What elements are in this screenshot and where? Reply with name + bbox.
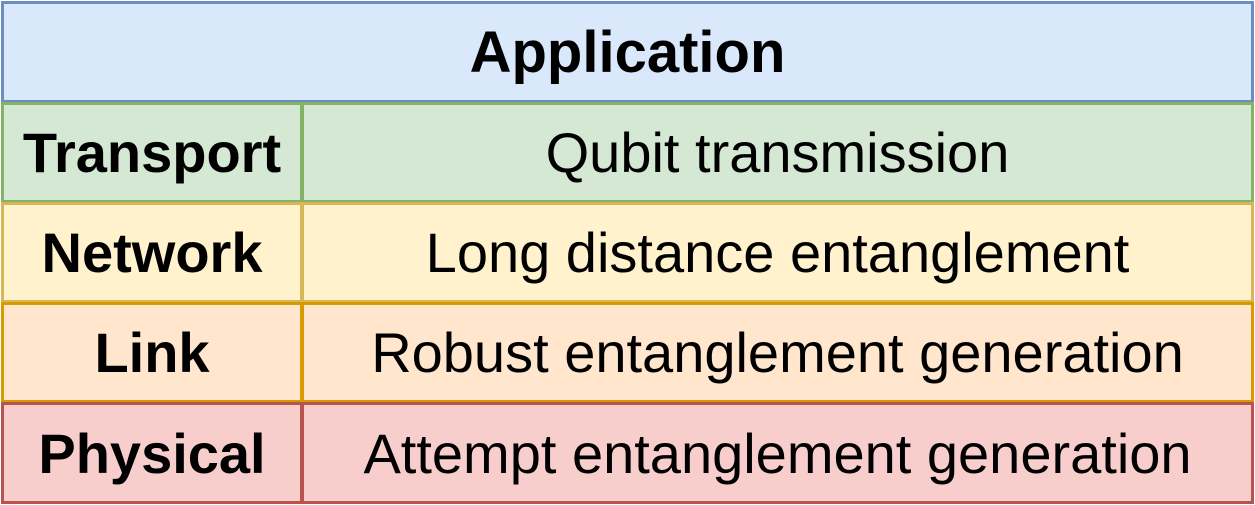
application-layer: Application <box>1 1 1254 103</box>
link-layer-description-cell: Robust entanglement generation <box>301 302 1254 403</box>
network-layer-name-cell: Network <box>1 202 303 303</box>
transport-layer-name: Transport <box>22 121 282 184</box>
link-layer-description: Robust entanglement generation <box>371 321 1184 384</box>
physical-layer-description-cell: Attempt entanglement generation <box>301 402 1254 504</box>
link-layer-name-cell: Link <box>1 302 303 403</box>
application-layer-label: Application <box>469 19 786 85</box>
network-layer-description-cell: Long distance entanglement <box>301 202 1254 303</box>
physical-layer-name-cell: Physical <box>1 402 303 504</box>
physical-layer-name: Physical <box>38 421 266 485</box>
transport-layer-name-cell: Transport <box>1 102 303 203</box>
network-layer-name: Network <box>41 221 263 284</box>
network-layer-description: Long distance entanglement <box>425 221 1130 284</box>
transport-layer-description-cell: Qubit transmission <box>301 102 1254 203</box>
physical-layer-description: Attempt entanglement generation <box>363 421 1192 485</box>
transport-layer-description: Qubit transmission <box>545 121 1010 184</box>
link-layer-name: Link <box>94 321 210 384</box>
